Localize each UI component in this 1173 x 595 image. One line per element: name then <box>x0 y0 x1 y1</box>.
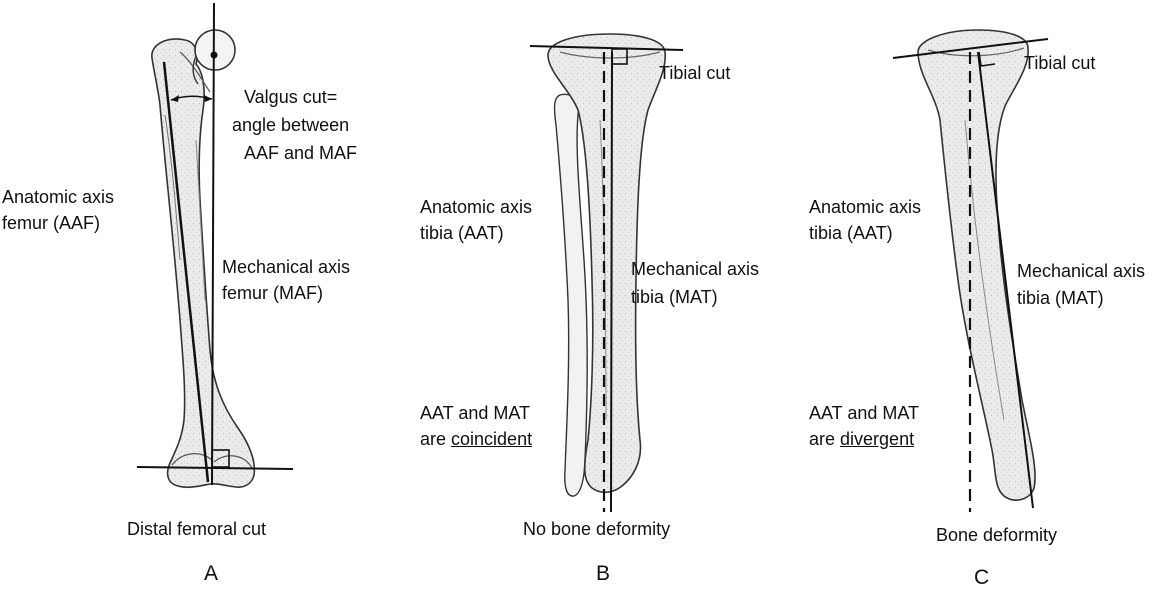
anatomic-axis-femur-label-line2: femur (AAF) <box>2 212 100 234</box>
panel-letter-a: A <box>204 563 218 585</box>
valgus-cut-label-line2: angle between <box>232 114 349 136</box>
anatomic-axis-tibia-c-label-line1: Anatomic axis <box>809 196 921 218</box>
mechanical-axis-tibia-b-line <box>611 52 612 512</box>
relation-b-word: coincident <box>451 429 532 449</box>
anatomic-axis-tibia-b-label-line1: Anatomic axis <box>420 196 532 218</box>
bone-deformity-caption: Bone deformity <box>936 524 1057 546</box>
anatomic-axis-tibia-c-label-line2: tibia (AAT) <box>809 222 893 244</box>
tibial-cut-b-label: Tibial cut <box>659 62 730 84</box>
distal-femoral-cut-label: Distal femoral cut <box>127 518 266 540</box>
anatomic-axis-femur-label-line1: Anatomic axis <box>2 186 114 208</box>
relation-c-prefix: are <box>809 429 835 449</box>
relation-b-label-line1: AAT and MAT <box>420 402 530 424</box>
panel-letter-c: C <box>974 567 989 589</box>
mechanical-axis-femur-label-line2: femur (MAF) <box>222 282 323 304</box>
no-bone-deformity-caption: No bone deformity <box>523 518 670 540</box>
valgus-cut-label-line1: Valgus cut= <box>244 86 337 108</box>
mechanical-axis-femur-label-line1: Mechanical axis <box>222 256 350 278</box>
relation-b-prefix: are <box>420 429 446 449</box>
mechanical-axis-tibia-c-label-line1: Mechanical axis <box>1017 260 1145 282</box>
mechanical-axis-tibia-b-label-line2: tibia (MAT) <box>631 286 718 308</box>
relation-c-label-line1: AAT and MAT <box>809 402 919 424</box>
relation-b-label-line2: are coincident <box>420 428 532 450</box>
tibial-cut-c-label: Tibial cut <box>1024 52 1095 74</box>
mechanical-axis-tibia-b-label-line1: Mechanical axis <box>631 258 759 280</box>
mechanical-axis-tibia-c-label-line2: tibia (MAT) <box>1017 287 1104 309</box>
anatomic-axis-tibia-b-label-line2: tibia (AAT) <box>420 222 504 244</box>
valgus-cut-label-line3: AAF and MAF <box>244 142 357 164</box>
relation-c-word: divergent <box>840 429 914 449</box>
panel-letter-b: B <box>596 563 610 585</box>
relation-c-label-line2: are divergent <box>809 428 914 450</box>
